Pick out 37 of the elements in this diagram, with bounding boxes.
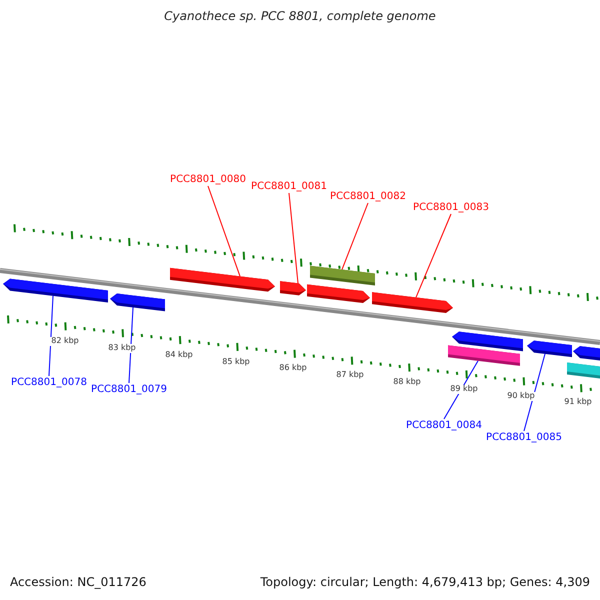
leader-line [48,295,54,376]
scale-label: 87 kbp [335,371,365,380]
footer-text: Topology: circular; Length: 4,679,413 bp; Genes: 4,309 [260,576,590,590]
gene-label: PCC8801_0081 [251,181,327,192]
scale-label: 84 kbp [164,351,194,360]
leader-line [208,186,240,277]
gene-label: PCC8801_0078 [11,377,87,388]
diagram-title: Cyanothece sp. PCC 8801, complete genome [163,10,437,24]
gene-label: PCC8801_0083 [413,202,489,213]
gene-feature [452,332,523,352]
gene-feature [280,281,306,296]
gene-label: PCC8801_0079 [91,384,167,395]
gene-feature [170,268,275,292]
scale-label: 88 kbp [392,378,422,387]
scale-label: 89 kbp [449,385,479,394]
gene-feature [110,294,165,312]
leader-line [288,192,298,284]
scale-label: 83 kbp [107,344,137,353]
gene-label: PCC8801_0084 [406,420,482,431]
scale-label: 90 kbp [506,392,536,401]
scale-label: 82 kbp [50,337,80,346]
feature-bar [310,266,375,286]
gene-label: PCC8801_0082 [330,191,406,202]
gene-feature [3,278,108,302]
gene-feature [372,292,453,314]
leader-line [128,306,134,384]
leader-line [416,214,452,298]
leader-line [342,202,368,270]
scale-label: 86 kbp [278,364,308,373]
gene-label: PCC8801_0080 [170,174,246,185]
scale-label: 85 kbp [221,358,251,367]
scale-label: 91 kbp [563,398,593,407]
gene-label: PCC8801_0085 [486,432,562,443]
gene-feature [573,346,600,362]
feature-bar [567,362,600,378]
footer-text: Accession: NC_011726 [10,576,146,590]
leader-line [524,353,546,432]
